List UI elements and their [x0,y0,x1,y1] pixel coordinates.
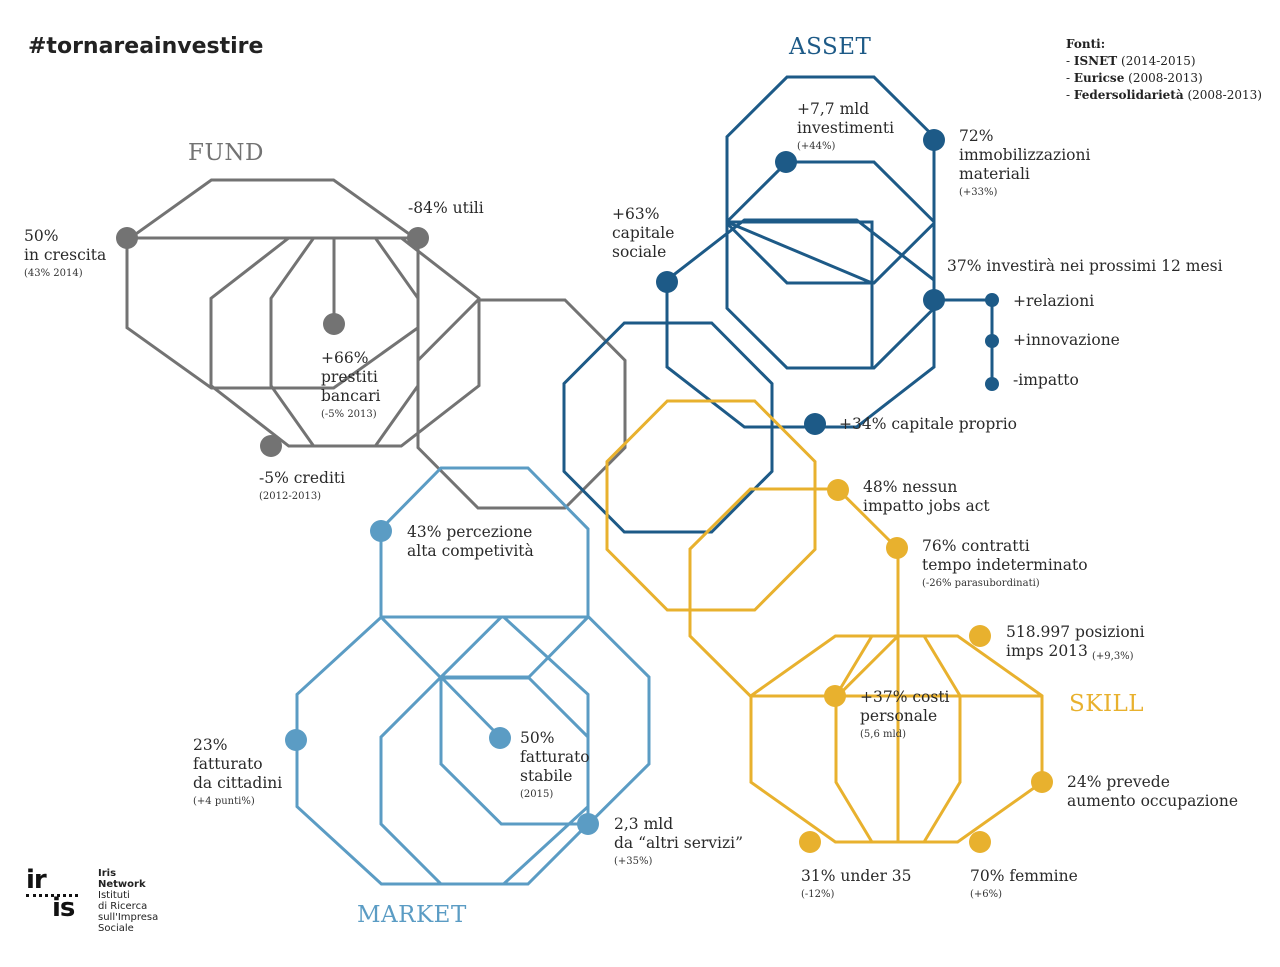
hashtag-title: #tornareainvestire [28,34,264,59]
asset-label-relazioni: +relazioni [1013,292,1095,310]
market-dot-cittadini [285,729,307,751]
asset-label-impatto: -impatto [1013,371,1079,389]
source-item: - Federsolidarietà (2008-2013) [1066,88,1262,102]
market-dot-altri [577,813,599,835]
section-title-fund: FUND [188,140,264,166]
asset-label-capitale-sociale: +63% capitale sociale [612,205,675,261]
skill-label-posizioni-sub: (+9,3%) [1092,651,1134,662]
sources-box: Fonti: - ISNET (2014-2015) - Euricse (20… [1066,36,1262,104]
market-octagon-inner [379,675,590,886]
skill-label-costi: +37% costi personale(5,6 mld) [860,688,950,740]
skill-label-occupazione: 24% prevede aumento occupazione [1067,773,1239,810]
fund-label-crediti: -5% crediti(2012-2013) [259,469,346,502]
market-line-diagonal [439,675,502,739]
iris-logo-mark: ir is [26,867,78,921]
fund-dot-crediti [260,435,282,457]
sources-title: Fonti: [1066,37,1106,51]
source-item: - ISNET (2014-2015) [1066,54,1196,68]
iris-logo-text: Iris Network Istituti di Ricerca sull'Im… [98,868,159,934]
asset-octagon-mid [665,218,936,429]
asset-dot-capitale-sociale [656,271,678,293]
asset-label-investira: 37% investirà nei prossimi 12 mesi [947,257,1223,275]
skill-dot-costi [824,685,846,707]
asset-dot-investimenti [775,151,797,173]
asset-line-cube [727,220,874,368]
fund-octagon-mid [209,236,481,448]
asset-dot-innovazione [985,334,999,348]
fund-label-crescita: 50% in crescita(43% 2014) [24,227,107,279]
section-title-asset: ASSET [789,34,872,60]
section-title-skill: SKILL [1069,691,1145,717]
asset-label-investimenti: +7,7 mld investimenti(+44%) [797,100,895,152]
skill-dot-femmine [969,831,991,853]
asset-octagon-inner [725,160,936,370]
asset-label-innovazione: +innovazione [1013,331,1120,349]
asset-dot-investira [923,289,945,311]
fund-dot-crescita [116,227,138,249]
asset-dot-relazioni [985,293,999,307]
skill-octagon-inner [834,634,962,844]
asset-octagon-link [562,321,774,534]
skill-label-jobs: 48% nessun impatto jobs act [863,478,990,515]
fund-dot-prestiti [323,313,345,335]
asset-dot-immobilizzazioni [923,129,945,151]
skill-label-femmine: 70% femmine(+6%) [970,867,1078,900]
skill-dot-under35 [799,831,821,853]
source-item: - Euricse (2008-2013) [1066,71,1203,85]
skill-label-contratti: 76% contratti tempo indeterminato(-26% p… [922,537,1088,589]
skill-dot-posizioni [969,625,991,647]
fund-dot-utili [407,227,429,249]
section-title-market: MARKET [357,902,467,928]
skill-label-posizioni: 518.997 posizioni imps 2013 [1006,623,1145,660]
market-label-stabile: 50% fatturato stabile(2015) [520,729,590,800]
market-octagon-top [379,466,590,680]
asset-dot-capitale-proprio [804,413,826,435]
fund-octagon-link [416,298,627,510]
market-label-altri: 2,3 mld da “altri servizi”(+35%) [614,815,744,867]
fund-label-prestiti: +66% prestiti bancari(-5% 2013) [321,349,381,420]
fund-octagon-outer [125,178,420,390]
skill-dot-occupazione [1031,771,1053,793]
asset-octagon-outer [725,75,936,285]
asset-dot-impatto [985,377,999,391]
fund-octagon-inner [269,236,420,448]
skill-octagon-outer [749,634,1044,844]
market-label-cittadini: 23% fatturato da cittadini(+4 punti%) [193,736,283,807]
skill-dot-contratti [886,537,908,559]
market-dot-stabile [489,727,511,749]
market-dot-percezione [370,520,392,542]
skill-dot-jobs [827,479,849,501]
fund-label-utili: -84% utili [408,199,484,217]
skill-octagon-link [605,399,817,612]
market-label-percezione: 43% percezione alta competività [407,523,534,560]
asset-label-immobilizzazioni: 72% immobilizzazioni materiali(+33%) [959,127,1091,198]
asset-label-capitale-proprio: +34% capitale proprio [839,415,1017,433]
asset-line-diagonal [726,220,873,285]
skill-label-under35: 31% under 35(-12%) [801,867,912,900]
